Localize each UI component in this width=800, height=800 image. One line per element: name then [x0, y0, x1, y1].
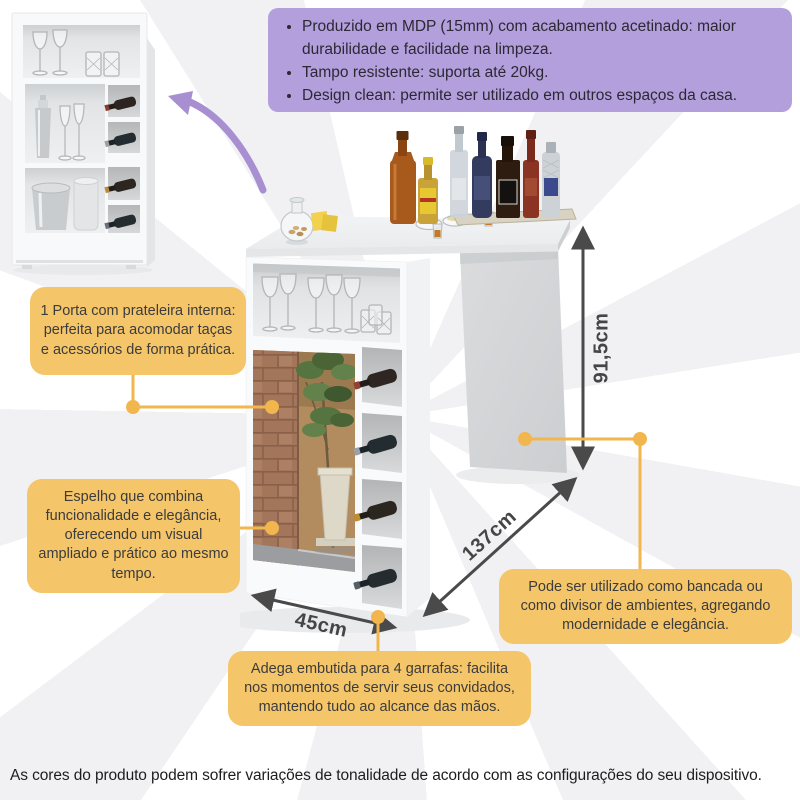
bottle-cachaca [418, 157, 438, 224]
cabinet-thumbnail-image [11, 12, 155, 275]
thumb-wine-rack [104, 85, 140, 233]
plant-foliage [296, 350, 355, 437]
thumb-shaker [35, 95, 51, 158]
wine-glasses [261, 273, 392, 335]
thumb-bottle [104, 214, 137, 230]
features-list: Produzido em MDP (15mm) com acabamento a… [280, 15, 778, 107]
thumb-bottle [104, 96, 137, 112]
bottle-gin-white [542, 142, 560, 218]
counter-side-panel [460, 247, 567, 473]
connector-dot [126, 400, 140, 414]
mirror [253, 350, 355, 572]
liquor-bottles [390, 126, 560, 224]
rack-bottle [353, 368, 397, 390]
bottle-vodka [450, 126, 468, 218]
callout-wine-rack: Adega embutida para 4 garrafas: facilita… [228, 651, 531, 727]
counter-items [280, 126, 577, 245]
bottle-whiskey-square [496, 136, 520, 218]
callout-mirror: Espelho que combina funcionalidade e ele… [27, 479, 240, 593]
napkins [310, 210, 338, 232]
rack-bottle [353, 568, 397, 590]
thumb-flutes [58, 103, 86, 161]
features-box: Produzido em MDP (15mm) com acabamento a… [268, 8, 792, 112]
cabinet-side [407, 258, 430, 617]
connector-dot [633, 432, 647, 446]
feature-item: Tampo resistente: suporta até 20kg. [302, 61, 778, 84]
bottle-whiskey [390, 131, 416, 224]
rack-bottle [353, 434, 397, 456]
callout-door: 1 Porta com prateleira interna: perfeita… [30, 287, 246, 375]
thumb-bottle [104, 178, 137, 194]
floor-shadow [240, 607, 470, 633]
planter [313, 467, 355, 554]
feature-item: Design clean: permite ser utilizado em o… [302, 84, 778, 107]
callout-usage: Pode ser utilizado como bancada ou como … [499, 569, 792, 645]
rack-bottle [353, 500, 397, 522]
bar-counter-image [240, 126, 580, 633]
thumb-glassware [32, 29, 120, 77]
bottle-gin-dark [472, 132, 492, 218]
thumb-ice-bucket [31, 177, 99, 231]
disclaimer-text: As cores do produto podem sofrer variaçõ… [10, 767, 762, 784]
bottle-liqueur-red [523, 130, 539, 218]
thumb-bottle [104, 132, 137, 148]
feature-item: Produzido em MDP (15mm) com acabamento a… [302, 15, 778, 61]
